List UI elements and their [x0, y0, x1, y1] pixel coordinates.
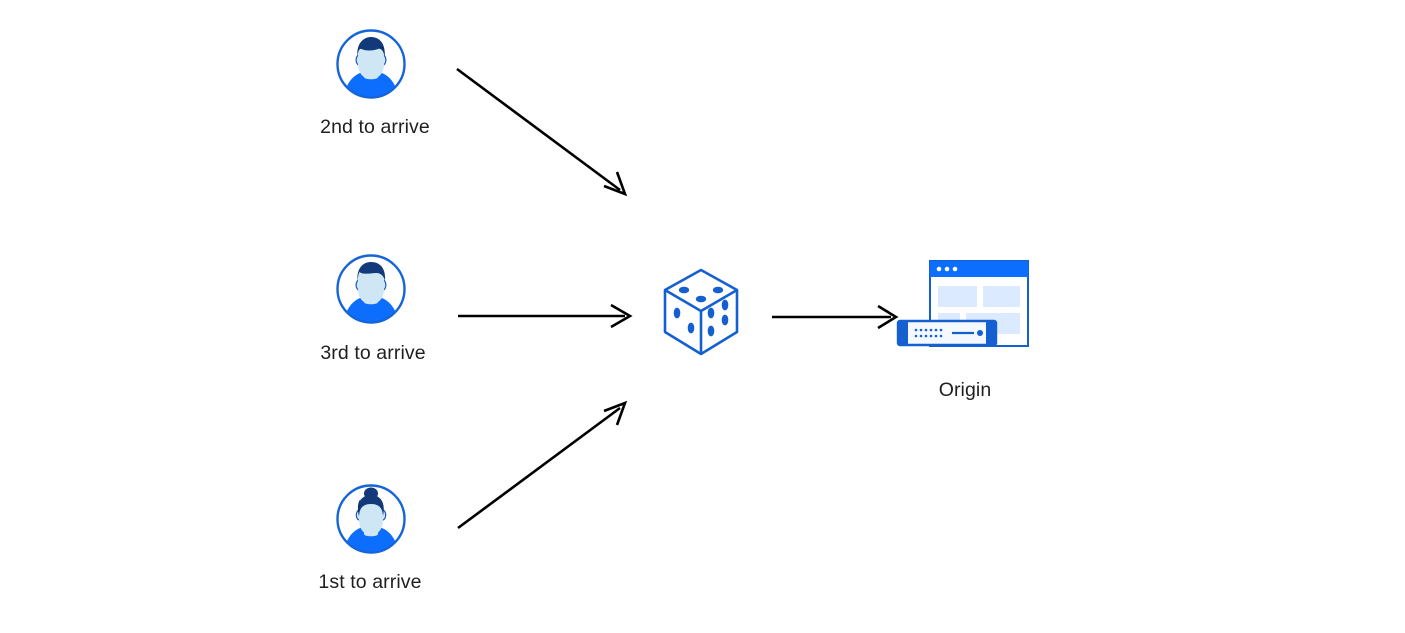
node-label-user-1st: 1st to arrive — [318, 571, 422, 593]
user-avatar-female-icon — [336, 484, 406, 554]
dice-icon — [663, 268, 739, 356]
node-label-user-3rd: 3rd to arrive — [320, 342, 426, 364]
node-user-2nd[interactable] — [334, 27, 408, 101]
arrow-dice-to-origin — [772, 304, 899, 330]
user-avatar-icon — [336, 254, 406, 324]
arrow-3rd-to-dice — [458, 303, 633, 329]
origin-server-browser-icon — [896, 260, 1029, 347]
arrow-1st-to-dice — [457, 400, 628, 530]
user-avatar-icon — [336, 29, 406, 99]
node-user-3rd[interactable] — [334, 252, 408, 326]
node-origin[interactable] — [894, 257, 1034, 367]
node-label-origin: Origin — [938, 379, 992, 401]
node-label-user-2nd: 2nd to arrive — [320, 116, 430, 138]
node-dice[interactable] — [658, 266, 744, 358]
server-appliance-icon — [896, 319, 998, 347]
node-user-1st[interactable] — [334, 482, 408, 556]
